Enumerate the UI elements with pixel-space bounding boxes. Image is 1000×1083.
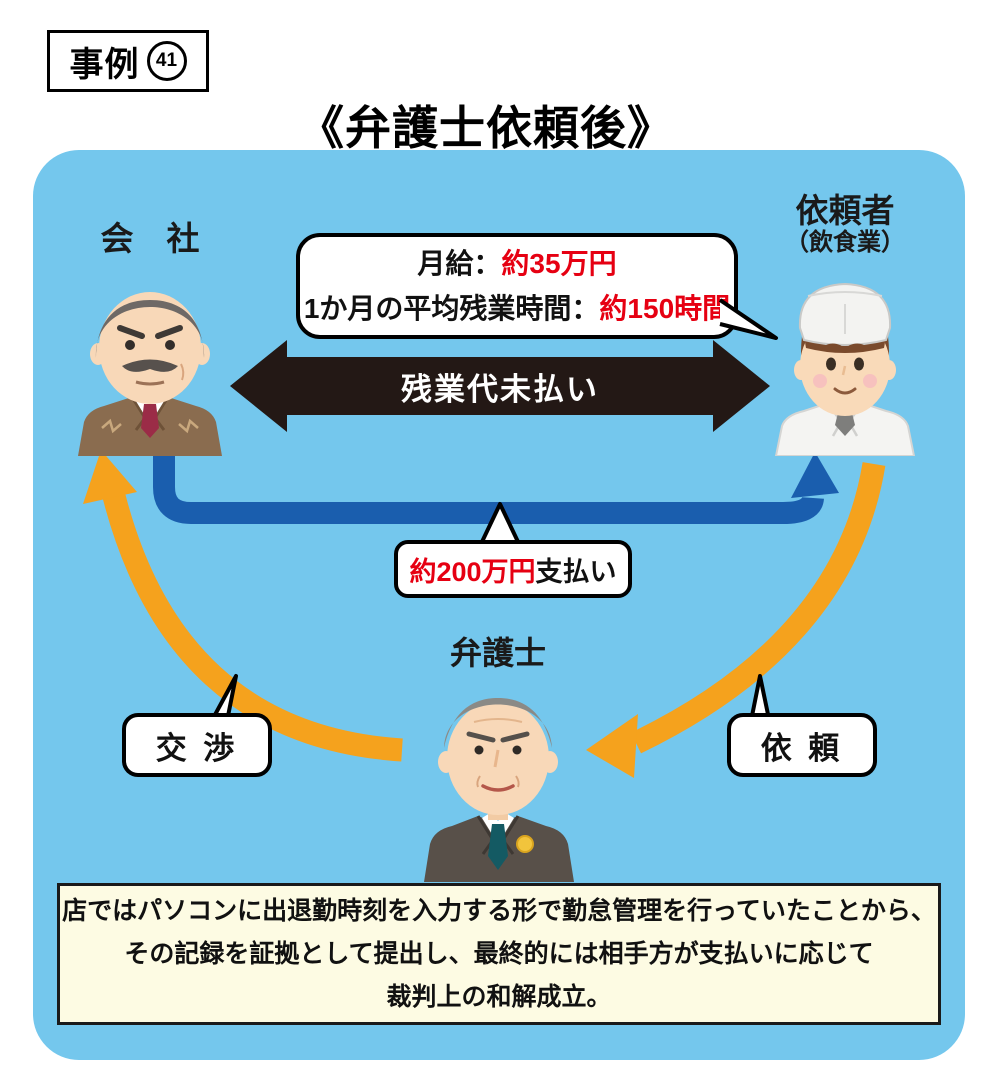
request-label: 依 頼 xyxy=(760,730,844,766)
payment-bubble: 約200万円支払い xyxy=(394,540,632,598)
lawyer-figure xyxy=(424,698,574,882)
lawyer-label: 弁護士 xyxy=(449,635,546,671)
salary-line2-label: 1か月の平均残業時間： xyxy=(303,293,600,324)
case-label: 事例 xyxy=(69,45,140,84)
request-bubble: 依 頼 xyxy=(727,713,877,777)
result-note-box: 店ではパソコンに出退勤時刻を入力する形で勤怠管理を行っていたことから、 その記録… xyxy=(57,883,941,1025)
client-sublabel: （飲食業） xyxy=(785,229,905,256)
company-label: 会 社 xyxy=(100,220,200,257)
salary-line1-label: 月給： xyxy=(417,248,502,279)
salary-bubble: 月給：約35万円 1か月の平均残業時間：約150時間 xyxy=(296,233,738,339)
salary-line2-value: 約150時間 xyxy=(599,293,731,324)
page-title: 《弁護士依頼後》 xyxy=(298,102,674,154)
client-figure xyxy=(774,282,916,456)
unpaid-overtime-label: 残業代未払い xyxy=(401,371,599,407)
case-number-box: 事例 41 xyxy=(47,30,209,92)
note-line-2: その記録を証拠として提出し、最終的には相手方が支払いに応じて xyxy=(124,939,874,968)
negotiation-label: 交 渉 xyxy=(155,730,239,766)
note-line-1: 店ではパソコンに出退勤時刻を入力する形で勤怠管理を行っていたことから、 xyxy=(62,896,936,925)
salary-line1-value: 約35万円 xyxy=(501,248,617,279)
company-figure xyxy=(78,292,222,456)
payment-suffix: 支払い xyxy=(535,556,617,587)
note-line-3: 裁判上の和解成立。 xyxy=(386,982,612,1011)
case-number-circle: 41 xyxy=(146,41,187,81)
salary-line2: 1か月の平均残業時間：約150時間 xyxy=(304,286,730,331)
client-label: 依頼者 （飲食業） xyxy=(765,193,925,257)
client-label-text: 依頼者 xyxy=(795,192,895,229)
negotiation-bubble: 交 渉 xyxy=(122,713,272,777)
salary-line1: 月給：約35万円 xyxy=(417,241,616,286)
payment-value: 約200万円 xyxy=(409,556,536,587)
